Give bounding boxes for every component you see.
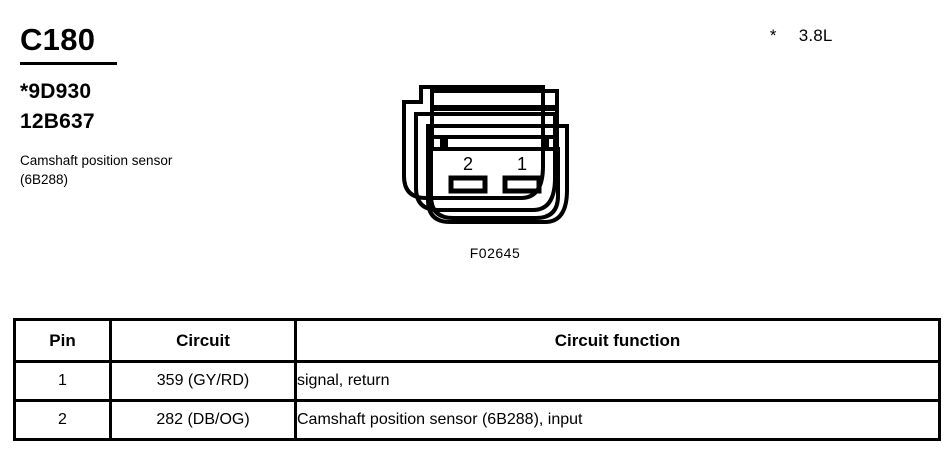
- connector-identification-block: C180 *9D930 12B637 Camshaft position sen…: [20, 22, 280, 189]
- engine-displacement-label: 3.8L: [798, 26, 833, 45]
- cell-circuit: 282 (DB/OG): [109, 399, 297, 441]
- part-number-secondary: 12B637: [20, 110, 95, 133]
- cell-pin: 1: [13, 360, 112, 402]
- connector-id-underline: [20, 62, 117, 65]
- table-body: 1 359 (GY/RD) signal, return 2 282 (DB/O…: [13, 360, 941, 441]
- cavity-label-1: 1: [517, 154, 527, 174]
- footnote-asterisk: *: [769, 26, 777, 45]
- part-number-primary: *9D930: [20, 80, 92, 103]
- table-header: Pin Circuit Circuit function: [13, 318, 941, 363]
- connector-mid-shell-outline: [414, 112, 557, 212]
- connector-drawing-svg: 2 1: [402, 85, 569, 224]
- pin-assignment-table: Pin Circuit Circuit function 1 359 (GY/R…: [13, 318, 941, 441]
- connector-cavity-2: [448, 175, 488, 194]
- table-row: 1 359 (GY/RD) signal, return: [13, 360, 941, 402]
- cell-circuit: 359 (GY/RD): [109, 360, 297, 402]
- cell-pin: 2: [13, 399, 112, 441]
- connector-id-heading: C180: [20, 22, 96, 57]
- connector-rear-shell-outline: [402, 85, 545, 200]
- connector-cavity-1: [502, 175, 542, 194]
- connector-outer-shell-outline: [426, 124, 569, 224]
- column-header-circuit: Circuit: [109, 318, 297, 363]
- connector-latch-bar-upper: [430, 89, 559, 109]
- table-header-row: Pin Circuit Circuit function: [13, 318, 941, 363]
- connector-mating-face: [429, 147, 560, 220]
- cavity-label-2: 2: [463, 154, 473, 174]
- table-row: 2 282 (DB/OG) Camshaft position sensor (…: [13, 399, 941, 441]
- column-header-circuit-function: Circuit function: [294, 318, 941, 363]
- cell-circuit-function: Camshaft position sensor (6B288), input: [294, 399, 941, 441]
- connector-description: Camshaft position sensor (6B288): [20, 153, 173, 187]
- cell-circuit-function: signal, return: [294, 360, 941, 402]
- connector-face-code: F02645: [469, 245, 521, 261]
- engine-applicability-note: * 3.8L: [760, 6, 940, 45]
- connector-diagram: 2 1: [395, 70, 595, 270]
- column-header-pin: Pin: [13, 318, 112, 363]
